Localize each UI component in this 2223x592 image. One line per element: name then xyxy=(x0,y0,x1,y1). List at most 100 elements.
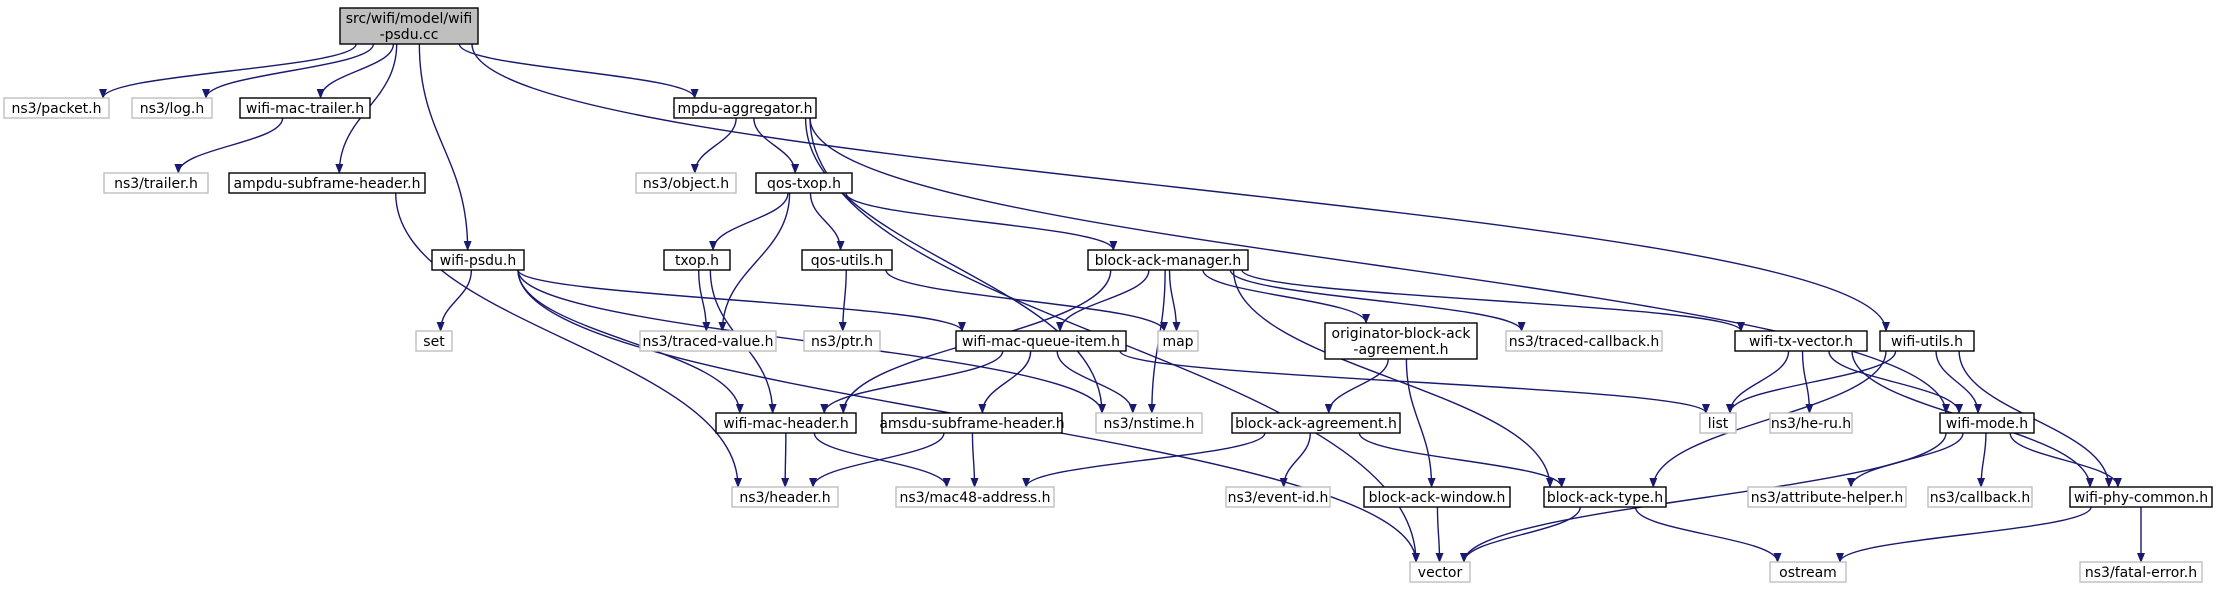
edge-qos_utils-to-map xyxy=(885,269,1168,332)
node-box xyxy=(1505,330,1663,352)
node-box xyxy=(731,486,839,508)
node-box xyxy=(239,97,371,119)
node-ampdu[interactable]: ampdu-subframe-header.h xyxy=(228,172,426,194)
node-label: wifi-psdu.h xyxy=(440,253,516,269)
edge-trailer-to-ns3trailer xyxy=(174,117,284,174)
node-box xyxy=(755,172,853,194)
node-box xyxy=(339,7,479,45)
node-box xyxy=(1747,486,1907,508)
edge-wmode-to-wpc xyxy=(2009,432,2122,488)
edge-wutils-to-list xyxy=(1726,350,1897,414)
node-list: list xyxy=(1699,412,1737,434)
node-box xyxy=(1543,486,1667,508)
node-packet: ns3/packet.h xyxy=(3,97,110,119)
node-label: wifi-mac-header.h xyxy=(723,416,849,432)
edge-root-to-log xyxy=(202,43,375,99)
edge-root-to-mpdu_agg xyxy=(458,43,699,99)
node-box xyxy=(1769,561,1847,583)
node-box xyxy=(1879,330,1975,352)
edge-baa-to-batype xyxy=(1358,432,1566,488)
node-label: ns3/nstime.h xyxy=(1104,416,1195,432)
edge-qos_utils-to-ptr xyxy=(838,269,847,332)
edge-root-to-wifi_psdu xyxy=(418,43,472,251)
node-box xyxy=(431,249,525,271)
edge-baw-to-vector xyxy=(1435,506,1444,563)
node-txop[interactable]: txop.h xyxy=(663,249,731,271)
edge-txvec-to-list xyxy=(1726,350,1790,414)
node-label: src/wifi/model/wifi xyxy=(346,11,473,27)
node-txvec[interactable]: wifi-tx-vector.h xyxy=(1734,330,1868,352)
edge-wmh-to-header xyxy=(781,432,790,488)
edge-wmqi-to-wmh xyxy=(820,350,1004,414)
node-wifi-psdu[interactable]: wifi-psdu.h xyxy=(431,249,525,271)
node-obaa[interactable]: originator-block-ack-agreement.h xyxy=(1324,322,1478,360)
node-baw[interactable]: block-ack-window.h xyxy=(1363,486,1511,508)
node-mpdu-agg[interactable]: mpdu-aggregator.h xyxy=(673,97,817,119)
node-qos-utils[interactable]: qos-utils.h xyxy=(801,249,893,271)
node-baa[interactable]: block-ack-agreement.h xyxy=(1231,412,1401,434)
node-box xyxy=(955,330,1127,352)
node-batype[interactable]: block-ack-type.h xyxy=(1543,486,1667,508)
node-fatal: ns3/fatal-error.h xyxy=(2079,561,2203,583)
node-box xyxy=(1231,412,1401,434)
node-label: vector xyxy=(1418,565,1463,581)
node-label: qos-txop.h xyxy=(767,176,841,192)
node-label: wifi-mode.h xyxy=(1946,416,2028,432)
node-wmqi[interactable]: wifi-mac-queue-item.h xyxy=(955,330,1127,352)
edge-baa-to-eventid xyxy=(1279,432,1311,488)
edge-bam-to-traced_cb xyxy=(1229,269,1526,332)
node-box xyxy=(803,330,881,352)
node-label: mpdu-aggregator.h xyxy=(677,101,812,117)
node-label: block-ack-agreement.h xyxy=(1235,416,1397,432)
edge-txop-to-traced_value xyxy=(697,269,711,332)
node-label: ns3/log.h xyxy=(140,101,204,117)
node-log: ns3/log.h xyxy=(131,97,213,119)
node-label: ns3/he-ru.h xyxy=(1771,416,1851,432)
edge-wifi_psdu-to-wmh xyxy=(517,269,744,414)
node-box xyxy=(1939,412,2035,434)
node-wpc[interactable]: wifi-phy-common.h xyxy=(2069,486,2213,508)
node-mac48: ns3/mac48-address.h xyxy=(895,486,1055,508)
edge-bam-to-map xyxy=(1168,269,1181,332)
edge-qos_txop-to-txop xyxy=(709,192,789,251)
edge-mpdu_agg-to-nstime xyxy=(804,117,1106,414)
node-qos-txop[interactable]: qos-txop.h xyxy=(755,172,853,194)
node-wmode[interactable]: wifi-mode.h xyxy=(1939,412,2035,434)
node-label: wifi-utils.h xyxy=(1891,334,1963,350)
node-amsdu[interactable]: amsdu-subframe-header.h xyxy=(879,412,1065,434)
node-label: ns3/attribute-helper.h xyxy=(1751,490,1904,506)
edge-qos_txop-to-traced_value xyxy=(718,192,791,332)
node-box xyxy=(1927,486,2033,508)
node-trailer[interactable]: wifi-mac-trailer.h xyxy=(239,97,371,119)
node-box xyxy=(415,330,453,352)
node-wmh[interactable]: wifi-mac-header.h xyxy=(715,412,857,434)
node-label: block-ack-type.h xyxy=(1547,490,1663,506)
node-box xyxy=(1734,330,1868,352)
node-label: ns3/mac48-address.h xyxy=(900,490,1051,506)
node-label: block-ack-window.h xyxy=(1369,490,1506,506)
edge-obaa-to-baa xyxy=(1324,358,1389,414)
node-box xyxy=(2079,561,2203,583)
node-box xyxy=(1769,412,1853,434)
node-box xyxy=(715,412,857,434)
edge-root-to-wutils xyxy=(471,43,1890,332)
edge-root-to-packet xyxy=(99,43,357,99)
node-root[interactable]: src/wifi/model/wifi-psdu.cc xyxy=(339,7,479,45)
node-box xyxy=(2069,486,2213,508)
node-traced-cb: ns3/traced-callback.h xyxy=(1505,330,1663,352)
node-box xyxy=(639,330,777,352)
node-label: ns3/packet.h xyxy=(12,101,102,117)
node-label: originator-block-ack xyxy=(1332,326,1472,342)
node-label: ns3/object.h xyxy=(643,176,729,192)
node-label: ns3/fatal-error.h xyxy=(2085,565,2197,581)
node-label: -psdu.cc xyxy=(380,27,439,43)
node-box xyxy=(1095,412,1203,434)
node-box xyxy=(1157,330,1199,352)
node-bam[interactable]: block-ack-manager.h xyxy=(1087,249,1249,271)
node-wutils[interactable]: wifi-utils.h xyxy=(1879,330,1975,352)
node-box xyxy=(1699,412,1737,434)
node-vector: vector xyxy=(1409,561,1471,583)
node-ptr: ns3/ptr.h xyxy=(803,330,881,352)
node-box xyxy=(635,172,737,194)
